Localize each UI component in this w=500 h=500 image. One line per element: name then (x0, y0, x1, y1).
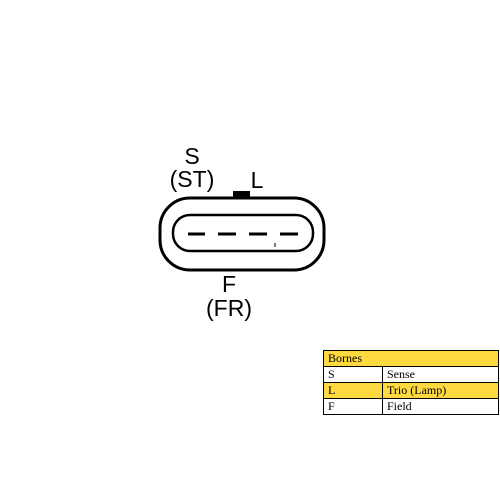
pin-f-alt-label: (FR) (206, 295, 252, 321)
legend-row-field: F Field (323, 398, 499, 415)
legend-code: L (323, 382, 383, 399)
connector-key-tab (233, 191, 250, 199)
legend-code: F (323, 398, 383, 415)
legend-title: Bornes (323, 350, 499, 367)
legend-description: Sense (382, 366, 499, 383)
legend-title-row: Bornes (323, 350, 499, 367)
connector-outer-housing (158, 196, 326, 272)
legend-description: Trio (Lamp) (382, 382, 499, 399)
legend-row-sense: S Sense (323, 366, 499, 383)
pin-s-alt-label: (ST) (170, 166, 215, 192)
terminal-legend-table: Bornes S Sense L Trio (Lamp) F Field (323, 350, 499, 415)
connector-inner-slot (171, 213, 315, 253)
legend-code: S (323, 366, 383, 383)
pin-l-label: L (251, 167, 264, 193)
legend-description: Field (382, 398, 499, 415)
pin-f-label: F (222, 271, 236, 297)
legend-row-lamp: L Trio (Lamp) (323, 382, 499, 399)
pin-s-label: S (184, 143, 199, 169)
